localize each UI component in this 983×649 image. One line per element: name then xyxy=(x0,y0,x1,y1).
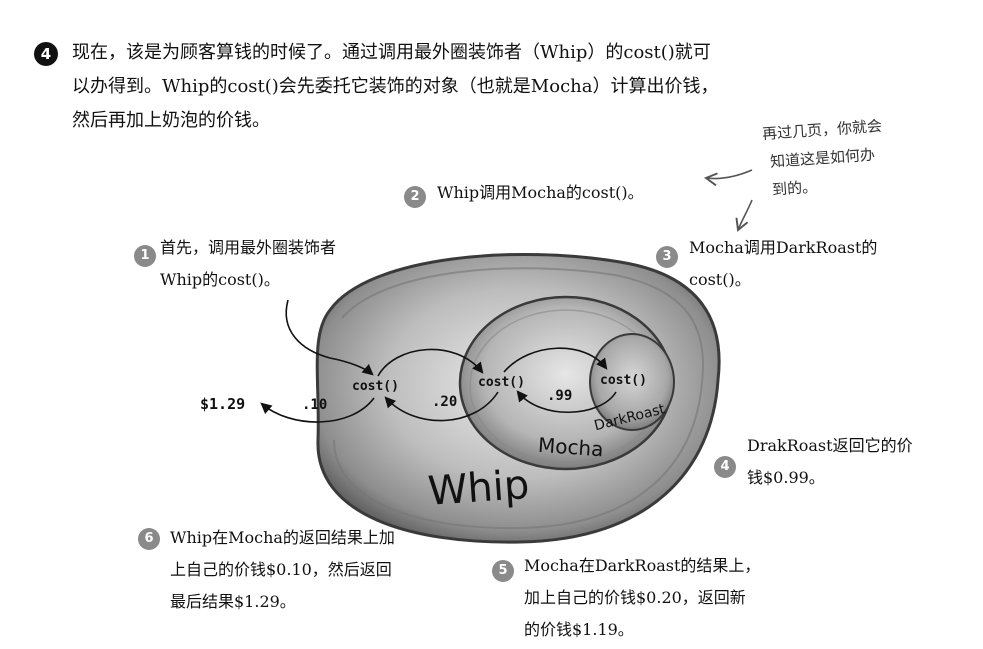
intro-line: 然后再加上奶泡的价钱。 xyxy=(72,110,270,131)
step-note-line: 最后结果$1.29。 xyxy=(170,592,296,611)
call-arrow-whip-to-mocha xyxy=(377,348,484,377)
step-4-main-badge: 4 xyxy=(34,42,58,66)
mocha-cost-label: cost() xyxy=(478,375,525,390)
aside-arrow-left xyxy=(704,169,753,187)
step-1-note: 首先，调用最外圈装饰者 Whip的cost()。 xyxy=(160,232,336,296)
step-6-badge: 6 xyxy=(138,528,160,550)
whip-label: Whip xyxy=(426,462,530,515)
step-2-note: Whip调用Mocha的cost()。 xyxy=(437,177,644,209)
step-1-badge: 1 xyxy=(134,245,156,267)
darkroast-cost-label: cost() xyxy=(600,373,647,388)
intro-line: 以办得到。Whip的cost()会先委托它装饰的对象（也就是Mocha）计算出价… xyxy=(72,76,719,97)
aside-arrow-down xyxy=(735,199,753,232)
step-5-badge: 5 xyxy=(492,560,514,582)
step-4-note: DrakRoast返回它的价 钱$0.99。 xyxy=(747,430,913,494)
step-note-line: 的价钱$1.19。 xyxy=(524,620,634,639)
step-note-line: Mocha在DarkRoast的结果上， xyxy=(524,556,761,575)
aside-note: 再过几页，你就会 知道这是如何办 到的。 xyxy=(762,116,883,200)
intro-line: 现在，该是为顾客算钱的时候了。通过调用最外圈装饰者（Whip）的cost()就可 xyxy=(72,42,711,63)
step-note-line: 加上自己的价钱$0.20，返回新 xyxy=(524,588,746,607)
call-arrow-mocha-to-darkroast xyxy=(503,347,608,373)
step-note-line: DrakRoast返回它的价 xyxy=(747,436,913,455)
step-note-line: 上自己的价钱$0.10，然后返回 xyxy=(170,560,392,579)
step-note-line: Whip的cost()。 xyxy=(160,270,280,289)
whip-cost-label: cost() xyxy=(352,379,399,394)
return-arrow-mocha-to-whip xyxy=(384,391,499,422)
return-arrow-darkroast-to-mocha xyxy=(516,390,617,414)
step-5-note: Mocha在DarkRoast的结果上， 加上自己的价钱$0.20，返回新 的价… xyxy=(524,550,760,646)
step-note-line: 首先，调用最外圈装饰者 xyxy=(160,238,337,257)
step-note-line: Whip调用Mocha的cost()。 xyxy=(437,183,644,202)
total-price-label: $1.29 xyxy=(200,395,245,413)
step-3-badge: 3 xyxy=(656,246,678,268)
call-arrow-start xyxy=(285,299,374,376)
whip-price-label: .10 xyxy=(302,397,327,413)
mocha-label: Mocha xyxy=(537,433,604,462)
mocha-price-label: .20 xyxy=(432,394,457,410)
step-3-note: Mocha调用DarkRoast的 cost()。 xyxy=(689,232,877,296)
step-note-line: cost()。 xyxy=(689,270,751,289)
step-note-line: Mocha调用DarkRoast的 xyxy=(689,238,878,257)
darkroast-shape xyxy=(589,333,675,431)
step-2-badge: 2 xyxy=(404,186,426,208)
darkroast-price-label: .99 xyxy=(547,388,572,404)
step-note-line: Whip在Mocha的返回结果上加 xyxy=(170,528,395,547)
step-4-badge: 4 xyxy=(714,456,736,478)
return-arrow-whip-to-total xyxy=(260,397,375,423)
intro-paragraph: 现在，该是为顾客算钱的时候了。通过调用最外圈装饰者（Whip）的cost()就可… xyxy=(72,36,872,138)
step-note-line: 钱$0.99。 xyxy=(747,468,825,487)
step-6-note: Whip在Mocha的返回结果上加 上自己的价钱$0.10，然后返回 最后结果$… xyxy=(170,522,395,618)
